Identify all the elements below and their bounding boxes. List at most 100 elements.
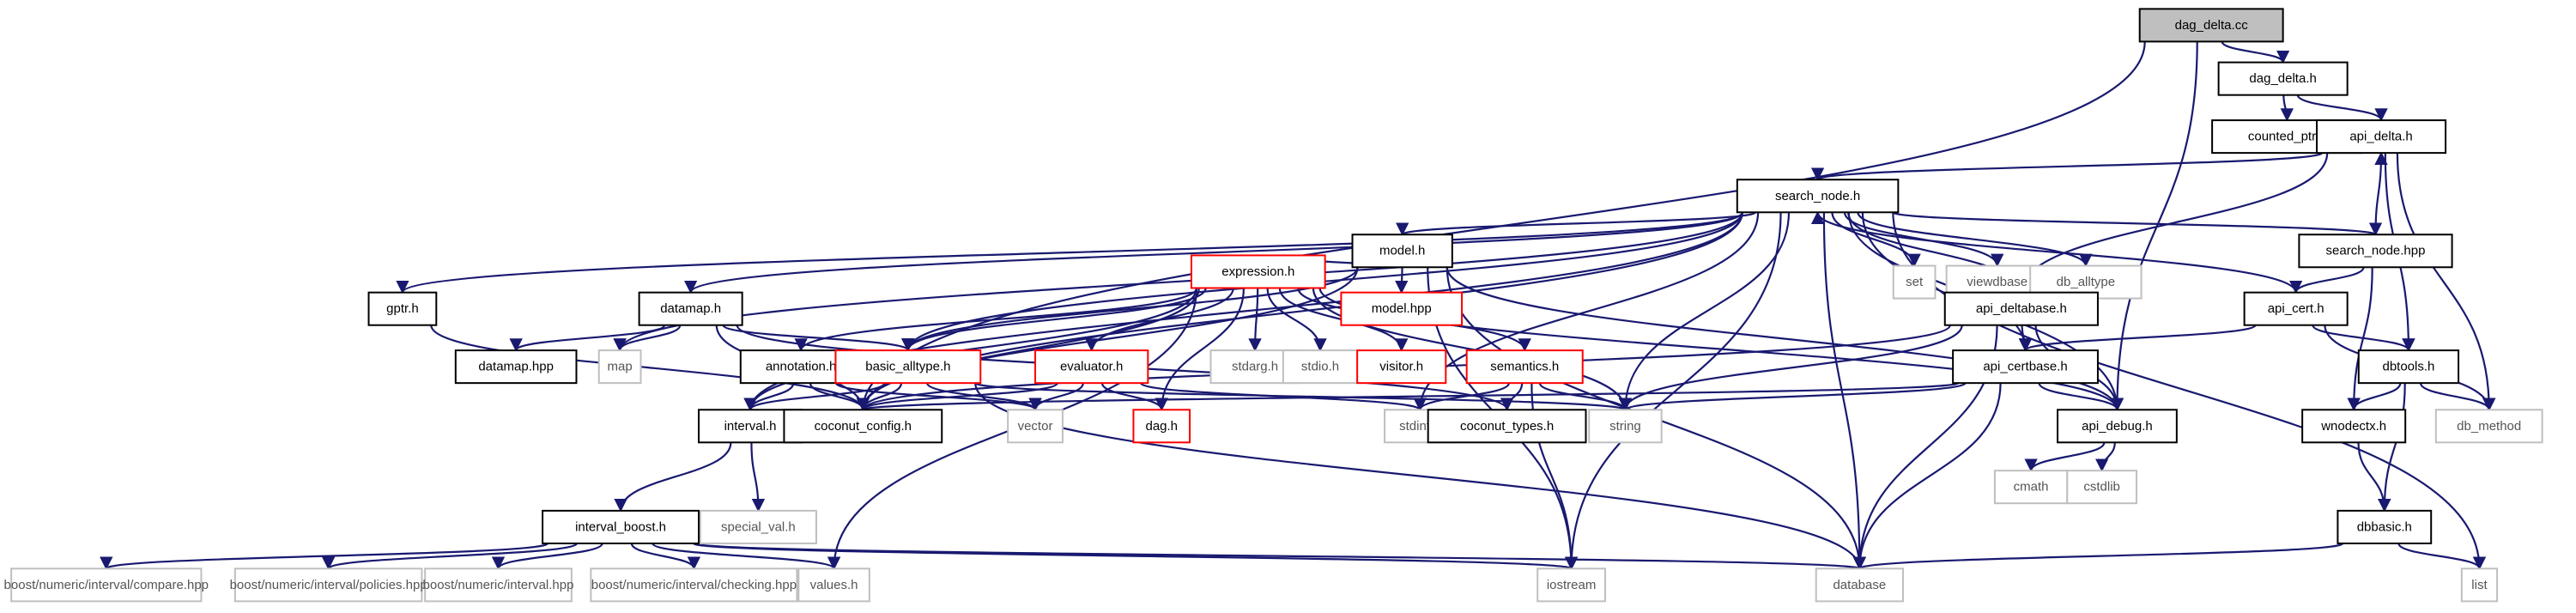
- node-iostream[interactable]: iostream: [1537, 567, 1606, 603]
- edge-interval-boost-h-to-values-h: [652, 542, 841, 570]
- node-model-hpp[interactable]: model.hpp: [1340, 291, 1464, 326]
- node-set[interactable]: set: [1892, 264, 1937, 300]
- node-label: special_val.h: [721, 519, 796, 534]
- node-special-val-h[interactable]: special_val.h: [699, 509, 817, 544]
- node-box: [2357, 349, 2460, 385]
- edge-search-node-h-to-set: [1831, 212, 1921, 268]
- node-api-deltabase-h[interactable]: api_deltabase.h: [1943, 291, 2099, 326]
- node-box: [834, 349, 982, 385]
- node-cstdlib[interactable]: cstdlib: [2066, 470, 2137, 505]
- edge-dbtools-h-to-dbbasic-h: [2378, 383, 2406, 513]
- edge-search-node-hpp-to-api-cert-h: [2289, 266, 2365, 294]
- edge-dag-delta-h-to-counted-ptr-h: [2280, 94, 2294, 122]
- edge-datamap-h-to-datamap-hpp: [509, 324, 666, 352]
- node-label: boost/numeric/interval/checking.hpp: [591, 578, 797, 592]
- node-box: [2337, 509, 2433, 544]
- node-boost-checking[interactable]: boost/numeric/interval/checking.hpp: [590, 567, 798, 603]
- node-box: [1736, 179, 1900, 214]
- node-box: [424, 567, 573, 603]
- node-box: [597, 349, 642, 385]
- edge-search-node-h-to-datamap-h: [684, 211, 1743, 294]
- node-box: [1282, 349, 1359, 385]
- node-label: list: [2471, 578, 2488, 592]
- node-wnodectx-h[interactable]: wnodectx.h: [2301, 409, 2407, 444]
- edge-annotation-h-to-vector: [834, 382, 1042, 411]
- edge-api-delta-h-to-db-method: [2396, 153, 2496, 411]
- node-label: api_delta.h: [2349, 130, 2412, 144]
- node-vector[interactable]: vector: [1007, 409, 1064, 444]
- node-label: dbbasic.h: [2357, 519, 2412, 534]
- node-box: [638, 291, 743, 326]
- node-list[interactable]: list: [2460, 567, 2499, 603]
- node-box: [1588, 409, 1663, 444]
- edge-api-certbase-h-to-coconut-config-h: [857, 382, 1960, 411]
- edge-expression-h-to-interval-h: [743, 288, 1198, 411]
- edge-interval-boost-h-to-boost-checking: [630, 543, 701, 570]
- edge-dbbasic-h-to-database: [1853, 542, 2344, 570]
- node-api-debug-h[interactable]: api_debug.h: [2057, 409, 2178, 444]
- node-box: [1943, 291, 2099, 326]
- node-label: expression.h: [1221, 264, 1294, 279]
- node-datamap-hpp[interactable]: datamap.hpp: [454, 349, 578, 385]
- node-coconut-config-h[interactable]: coconut_config.h: [783, 409, 943, 444]
- node-semantics-h[interactable]: semantics.h: [1465, 349, 1584, 385]
- node-coconut-types-h[interactable]: coconut_types.h: [1427, 409, 1587, 444]
- node-label: vector: [1018, 419, 1053, 434]
- node-label: api_cert.h: [2268, 301, 2324, 316]
- node-label: map: [608, 360, 633, 374]
- node-label: cmath: [2014, 480, 2049, 495]
- edge-semantics-h-to-string: [1538, 382, 1633, 411]
- node-visitor-h[interactable]: visitor.h: [1356, 349, 1447, 385]
- node-dag-h[interactable]: dag.h: [1132, 409, 1191, 444]
- node-label: string: [1609, 419, 1641, 434]
- node-box: [2316, 119, 2447, 155]
- edge-api-cert-h-to-api-certbase-h: [2019, 324, 2257, 352]
- node-boost-interval[interactable]: boost/numeric/interval.hpp: [423, 567, 574, 603]
- node-api-certbase-h[interactable]: api_certbase.h: [1952, 349, 2099, 385]
- node-map[interactable]: map: [597, 349, 642, 385]
- edge-search-node-h-to-db-alltype: [1857, 211, 2093, 268]
- node-dag-delta-cc[interactable]: dag_delta.cc: [2138, 8, 2284, 43]
- node-label: iostream: [1547, 578, 1597, 592]
- node-string[interactable]: string: [1588, 409, 1663, 444]
- node-label: visitor.h: [1379, 360, 1423, 374]
- node-search-node-hpp[interactable]: search_node.hpp: [2298, 234, 2453, 269]
- node-dag-delta-h[interactable]: dag_delta.h: [2217, 61, 2349, 96]
- node-label: cstdlib: [2083, 480, 2120, 495]
- node-label: basic_alltype.h: [865, 360, 950, 374]
- edge-interval-boost-h-to-boost-policies: [322, 542, 579, 570]
- node-database[interactable]: database: [1815, 567, 1904, 603]
- edge-wnodectx-h-to-dbbasic-h: [2357, 442, 2391, 513]
- node-label: interval.h: [724, 419, 777, 434]
- node-label: dbtools.h: [2382, 360, 2434, 374]
- node-model-h[interactable]: model.h: [1351, 234, 1453, 269]
- node-dbtools-h[interactable]: dbtools.h: [2357, 349, 2460, 385]
- node-db-method[interactable]: db_method: [2434, 409, 2543, 444]
- node-values-h[interactable]: values.h: [797, 567, 870, 603]
- node-basic-alltype-h[interactable]: basic_alltype.h: [834, 349, 982, 385]
- node-evaluator-h[interactable]: evaluator.h: [1034, 349, 1149, 385]
- edge-api-deltabase-h-to-string: [1618, 325, 1963, 411]
- node-cmath[interactable]: cmath: [1993, 470, 2069, 505]
- node-label: dag_delta.h: [2249, 71, 2316, 86]
- node-box: [10, 567, 203, 603]
- edge-dbtools-h-to-db-method: [2419, 382, 2496, 411]
- node-boost-compare[interactable]: boost/numeric/interval/compare.hpp: [4, 567, 209, 603]
- node-box: [1190, 254, 1326, 289]
- node-search-node-h[interactable]: search_node.h: [1736, 179, 1900, 214]
- node-label: dag.h: [1145, 419, 1178, 434]
- node-stdio-h[interactable]: stdio.h: [1282, 349, 1359, 385]
- node-label: annotation.h: [766, 360, 837, 374]
- node-api-cert-h[interactable]: api_cert.h: [2243, 291, 2349, 326]
- edge-datamap-h-to-map: [613, 325, 682, 352]
- node-api-delta-h[interactable]: api_delta.h: [2316, 119, 2447, 155]
- edge-dbtools-h-to-wnodectx-h: [2347, 382, 2402, 411]
- node-expression-h[interactable]: expression.h: [1190, 254, 1326, 289]
- node-interval-boost-h[interactable]: interval_boost.h: [542, 509, 700, 544]
- node-dbbasic-h[interactable]: dbbasic.h: [2337, 509, 2433, 544]
- node-datamap-h[interactable]: datamap.h: [638, 291, 743, 326]
- node-gptr-h[interactable]: gptr.h: [367, 291, 438, 326]
- node-box: [2138, 8, 2284, 43]
- node-boost-policies[interactable]: boost/numeric/interval/policies.hpp: [230, 567, 427, 603]
